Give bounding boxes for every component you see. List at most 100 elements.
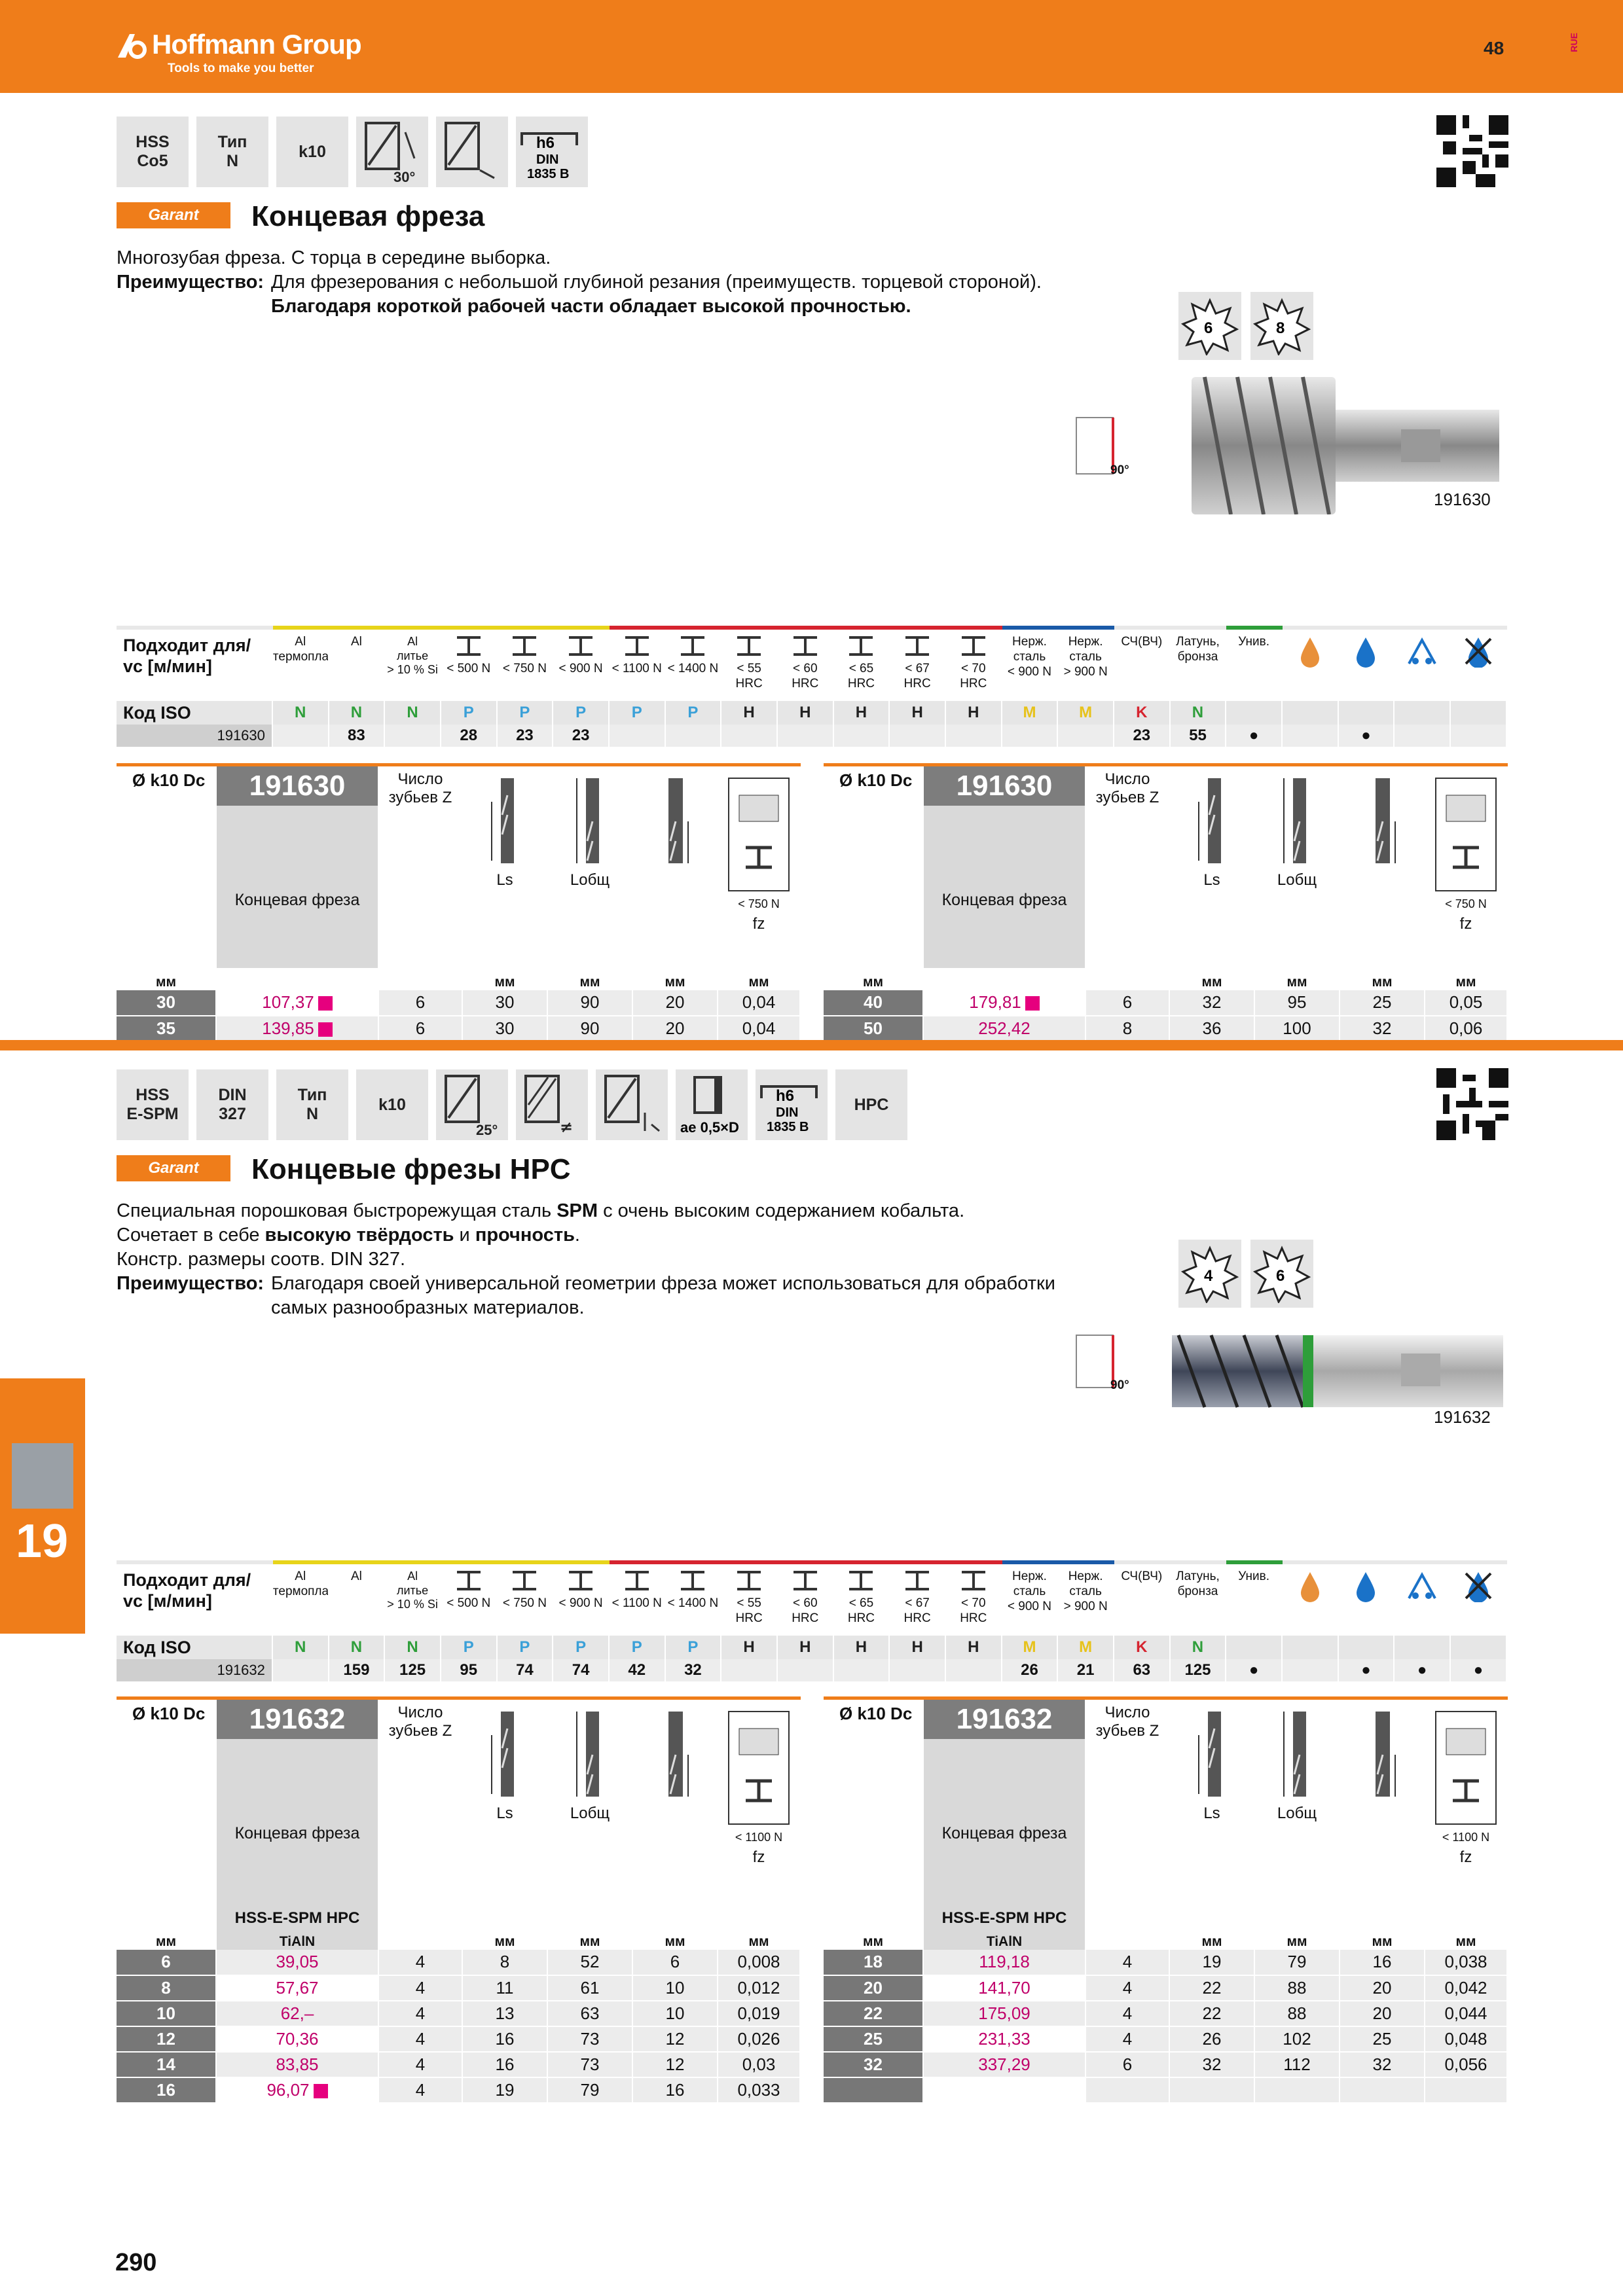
material-column-header: Нерж. сталь > 900 N	[1057, 1560, 1114, 1636]
material-column-header: < 1100 N	[608, 1560, 666, 1636]
cutting-speed-cell	[1001, 725, 1059, 747]
qr-code-icon[interactable]	[1436, 115, 1508, 187]
value-cell: 10	[632, 2000, 718, 2027]
svg-text:h6: h6	[776, 1087, 794, 1105]
total-length-icon	[1283, 778, 1306, 863]
section-divider	[0, 1040, 1623, 1050]
value-cell: 4	[1085, 2000, 1170, 2027]
value-cell: 63	[547, 2000, 633, 2027]
badge-helix-icon: 30°	[356, 117, 428, 187]
diameter-header: Ø k10 Dc	[824, 763, 924, 968]
value-cell: 32	[1169, 2051, 1255, 2078]
shank-length-header: Ls	[1169, 1696, 1255, 1901]
material-column-header: Al	[328, 626, 386, 701]
cutting-speed-cell: 32	[665, 1659, 722, 1681]
value-cell: 95	[1254, 990, 1340, 1016]
value-cell: 0,06	[1425, 1015, 1508, 1042]
cutting-speed-cell	[608, 725, 666, 747]
material-header-row: Подходит для/ vc [м/мин]Al термопластыAl…	[117, 626, 1507, 701]
steel-beam-icon	[569, 636, 593, 656]
flute-length-header	[632, 1696, 718, 1901]
value-cell: 73	[547, 2051, 633, 2078]
svg-text:6: 6	[1276, 1267, 1285, 1285]
iso-code-cell: M	[1001, 701, 1059, 725]
price-cell: 62,–	[216, 2000, 379, 2027]
svg-text:25°: 25°	[476, 1122, 498, 1138]
svg-text:DIN: DIN	[776, 1105, 798, 1120]
iso-code-cell: N	[328, 701, 386, 725]
cutting-speed-cell: 63	[1113, 1659, 1171, 1681]
steel-beam-icon	[793, 636, 817, 656]
diameter-header: Ø k10 Dc	[117, 763, 217, 968]
qr-code-icon[interactable]	[1436, 1068, 1508, 1140]
badge-cutting-depth-icon: ae 0,5×D	[676, 1069, 748, 1140]
material-column-header: < 65 HRC	[833, 1560, 890, 1636]
value-cell: 6	[1085, 2051, 1170, 2078]
table-row[interactable]	[824, 2077, 1508, 2104]
value-cell: 6	[378, 1015, 463, 1042]
value-cell: 4	[378, 1949, 463, 1976]
steel-beam-icon	[961, 636, 985, 656]
value-cell: 32	[1340, 1015, 1425, 1042]
value-cell: 16	[632, 2077, 718, 2104]
material-column-header: Al литье > 10 % Si	[384, 1560, 441, 1636]
svg-text:6: 6	[1204, 319, 1213, 337]
value-cell: 22	[1169, 1975, 1255, 2001]
advantage: Преимущество:Для фрезерования с небольшо…	[117, 270, 1066, 295]
cutting-speed-cell: 23	[496, 725, 554, 747]
cutting-speed-cell: 42	[608, 1659, 666, 1681]
value-cell: 0,05	[1425, 990, 1508, 1016]
cutting-speed-cell	[665, 725, 722, 747]
material-column-header: < 55 HRC	[721, 626, 778, 701]
svg-text:4: 4	[1204, 1267, 1213, 1285]
diameter-cell: 14	[117, 2051, 217, 2078]
advantage: Преимущество:Благодаря своей универсальн…	[117, 1273, 1055, 1294]
value-cell: 16	[462, 2051, 548, 2078]
iso-code-cell	[1226, 701, 1283, 725]
cutting-speed-cell	[1394, 725, 1451, 747]
cutting-speed-cell: ●	[1394, 1659, 1451, 1681]
diameter-cell: 16	[117, 2077, 217, 2104]
diameter-header: Ø k10 Dc	[117, 1696, 217, 1901]
steel-beam-icon	[849, 1571, 873, 1590]
iso-code-cell: N	[1169, 1636, 1227, 1659]
value-cell: 26	[1169, 2026, 1255, 2053]
price-cell: 119,18	[923, 1949, 1086, 1976]
iso-code-cell: P	[553, 701, 610, 725]
value-cell: 88	[1254, 2000, 1340, 2027]
diameter-cell: 30	[117, 990, 217, 1016]
value-cell: 0,04	[718, 990, 801, 1016]
description-line: Многозубая фреза. С торца в середине выб…	[117, 247, 551, 268]
iso-code-cell	[1281, 1636, 1339, 1659]
cutting-speed-cell: 95	[440, 1659, 498, 1681]
iso-code-cell: H	[833, 1636, 890, 1659]
diameter-cell: 6	[117, 1949, 217, 1976]
feed-per-tooth-icon	[728, 778, 790, 891]
value-cell: 12	[632, 2026, 718, 2053]
value-cell: 36	[1169, 1015, 1255, 1042]
teeth-header: Число зубьев Z	[378, 1696, 463, 1901]
shank-length-icon	[491, 778, 514, 863]
value-cell: 112	[1254, 2051, 1340, 2078]
cutting-speed-cell: 23	[553, 725, 610, 747]
cutting-speed-cell: 23	[1113, 725, 1171, 747]
cutting-speed-cell	[1281, 1659, 1339, 1681]
